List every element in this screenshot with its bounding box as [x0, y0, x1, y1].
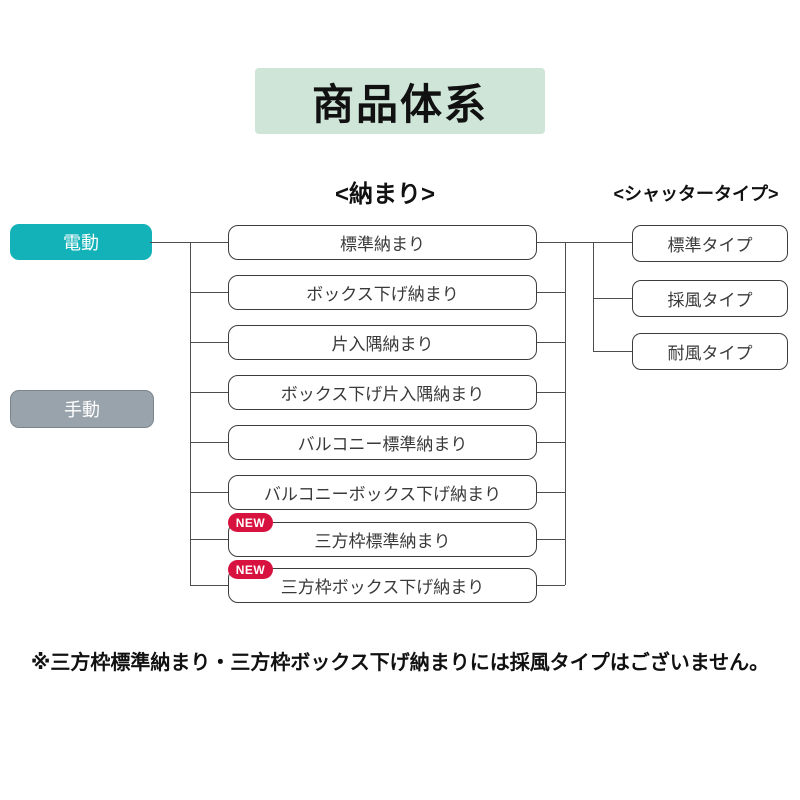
page-title: 商品体系	[255, 68, 545, 134]
connector-line	[537, 392, 565, 393]
node-type-wind-resistant: 耐風タイプ	[632, 333, 788, 370]
connector-line	[190, 585, 228, 586]
footnote: ※三方枠標準納まり・三方枠ボックス下げ納まりには採風タイプはございません。	[30, 652, 770, 674]
new-badge: NEW	[228, 560, 273, 579]
node-osamari-corner: 片入隅納まり	[228, 325, 537, 360]
connector-line	[593, 298, 632, 299]
shutter-type-column-header: <シャッタータイプ>	[613, 184, 779, 204]
connector-line	[593, 351, 632, 352]
connector-line	[190, 442, 228, 443]
osamari-column-header: <納まり>	[334, 181, 436, 208]
connector-line	[593, 242, 594, 352]
connector-line	[537, 585, 565, 586]
node-electric-drive: 電動	[10, 224, 152, 260]
connector-line	[537, 539, 565, 540]
connector-line	[190, 539, 228, 540]
node-osamari-box-lowered: ボックス下げ納まり	[228, 275, 537, 310]
connector-line	[565, 242, 632, 243]
connector-line	[150, 242, 228, 243]
node-osamari-balcony-standard: バルコニー標準納まり	[228, 425, 537, 460]
connector-line	[537, 292, 565, 293]
connector-line	[190, 292, 228, 293]
node-osamari-threeway-box-lowered: 三方枠ボックス下げ納まり	[228, 568, 537, 603]
node-osamari-standard: 標準納まり	[228, 225, 537, 260]
connector-line	[537, 442, 565, 443]
node-type-ventilation: 採風タイプ	[632, 280, 788, 317]
connector-line	[537, 492, 565, 493]
connector-line	[190, 242, 191, 585]
connector-line	[537, 342, 565, 343]
connector-line	[190, 492, 228, 493]
node-osamari-box-lowered-corner: ボックス下げ片入隅納まり	[228, 375, 537, 410]
connector-line	[190, 392, 228, 393]
connector-line	[565, 242, 566, 585]
new-badge: NEW	[228, 513, 273, 532]
node-osamari-threeway-standard: 三方枠標準納まり	[228, 522, 537, 557]
connector-line	[190, 342, 228, 343]
node-type-standard: 標準タイプ	[632, 225, 788, 262]
connector-line	[537, 242, 565, 243]
node-manual-drive: 手動	[10, 390, 154, 428]
node-osamari-balcony-box-lowered: バルコニーボックス下げ納まり	[228, 475, 537, 510]
